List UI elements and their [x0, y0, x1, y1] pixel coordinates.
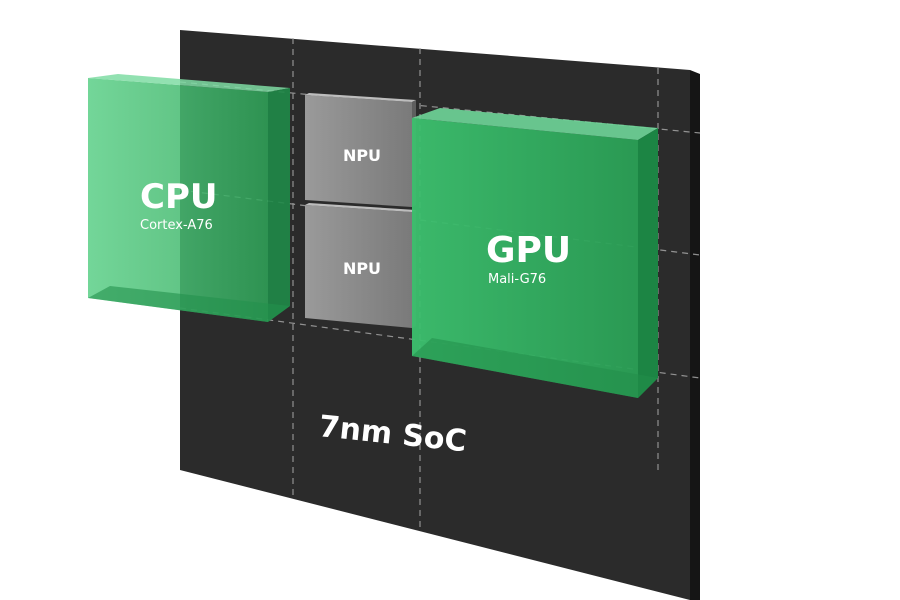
cpu-subtitle: Cortex-A76 [140, 218, 213, 233]
gpu-block [412, 108, 658, 398]
npu-label-2: NPU [343, 259, 381, 278]
npu-label-1: NPU [343, 146, 381, 165]
soc-board-side [690, 70, 700, 600]
cpu-block [88, 74, 290, 322]
gpu-title: GPU [486, 230, 571, 271]
cpu-title: CPU [140, 177, 217, 217]
gpu-subtitle: Mali-G76 [488, 272, 546, 287]
